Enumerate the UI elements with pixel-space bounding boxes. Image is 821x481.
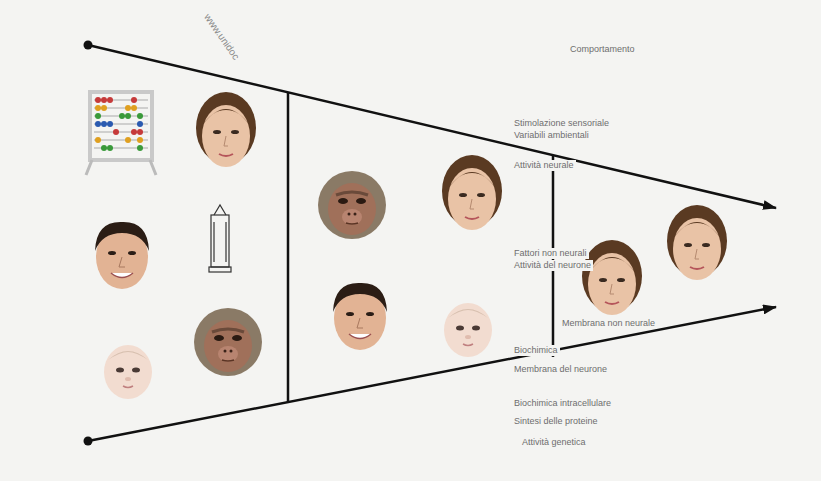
show-through-text: Biochimica	[512, 345, 560, 356]
show-through-text: Stimolazione sensoriale	[512, 118, 611, 129]
show-through-text: Sintesi delle proteine	[512, 416, 600, 427]
show-through-text: Attività neurale	[512, 160, 576, 171]
show-through-text: Attività del neurone	[512, 260, 593, 271]
show-through-text: Membrana del neurone	[512, 364, 609, 375]
show-through-text: Membrana non neurale	[560, 318, 657, 329]
show-through-text: Attività genetica	[520, 437, 588, 448]
show-through-text: Comportamento	[568, 44, 637, 55]
watermark: www.unidoc	[201, 10, 243, 63]
show-through-text: Biochimica intracellulare	[512, 398, 613, 409]
show-through-text: Fattori non neurali	[512, 248, 589, 259]
show-through-text: Variabili ambientali	[512, 130, 591, 141]
